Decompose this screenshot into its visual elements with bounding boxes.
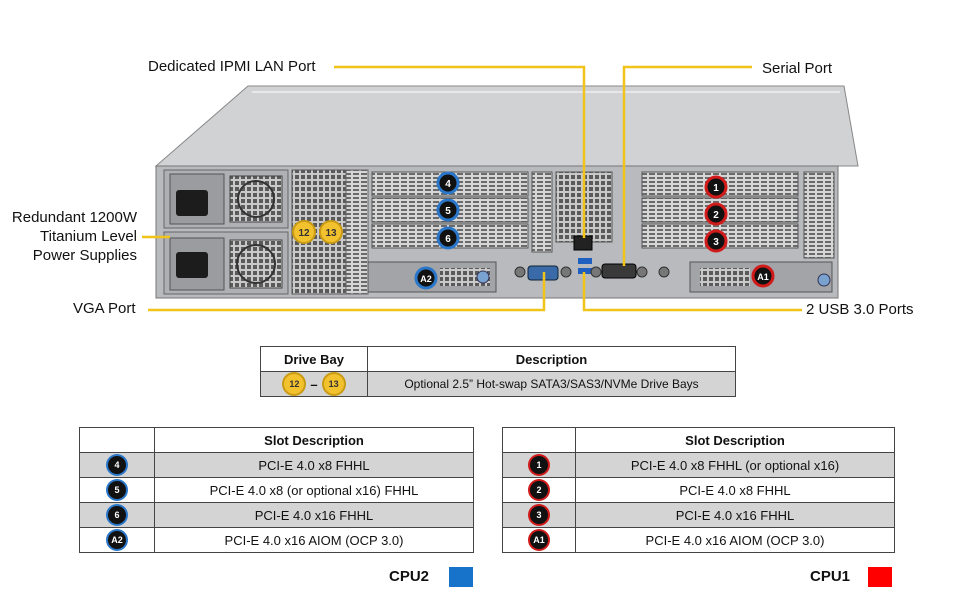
badge-slot-1-text: 1 bbox=[713, 183, 719, 194]
slot-6-description: PCI-E 4.0 x16 FHHL bbox=[154, 502, 474, 528]
ipmi-callout-label: Dedicated IPMI LAN Port bbox=[148, 58, 316, 75]
cpu2-label: CPU2 bbox=[389, 568, 430, 585]
table-row: 1 PCI-E 4.0 x8 FHHL (or optional x16) bbox=[502, 452, 895, 478]
psu-callout-line-1: Redundant 1200W bbox=[11, 209, 137, 226]
bay-12-badge: 12 bbox=[284, 374, 305, 394]
slot-2-badge: 2 bbox=[530, 481, 548, 499]
table-row: 5 PCI-E 4.0 x8 (or optional x16) FHHL bbox=[79, 477, 474, 503]
slot-3-description: PCI-E 4.0 x16 FHHL bbox=[575, 502, 895, 528]
slot-3-badge: 3 bbox=[530, 506, 548, 524]
badge-bay-13 bbox=[319, 220, 343, 244]
badge-slot-a2 bbox=[414, 266, 438, 290]
cpu1-slot-table: Slot Description 1 PCI-E 4.0 x8 FHHL (or… bbox=[502, 427, 895, 553]
table-row: 4 PCI-E 4.0 x8 FHHL bbox=[79, 452, 474, 478]
drive-bay-description: Optional 2.5” Hot-swap SATA3/SAS3/NVMe D… bbox=[367, 371, 736, 397]
io-ports bbox=[514, 235, 670, 281]
slot-a1-badge: A1 bbox=[530, 531, 548, 549]
ipmi-lan-port bbox=[573, 235, 593, 251]
drive-bay-badges: 12–13 bbox=[260, 371, 368, 397]
psu-callout-label: Redundant 1200W Titanium Level Power Sup… bbox=[0, 208, 137, 265]
badge-slot-6-text: 6 bbox=[445, 234, 451, 245]
badge-bay-13-text: 13 bbox=[325, 228, 337, 239]
cpu2-table-header: Slot Description bbox=[79, 427, 474, 453]
cpu1-table-header: Slot Description bbox=[502, 427, 895, 453]
slot-6-badge: 6 bbox=[108, 506, 126, 524]
badge-slot-3 bbox=[704, 229, 728, 253]
slot-badges: 4 5 6 A2 1 2 3 A1 12 13 bbox=[292, 171, 775, 290]
cpu1-slot-description-header: Slot Description bbox=[575, 427, 895, 453]
table-row: 2 PCI-E 4.0 x8 FHHL bbox=[502, 477, 895, 503]
usb-port-2 bbox=[578, 268, 592, 274]
psu-callout-line-2: Titanium Level bbox=[40, 228, 137, 245]
badge-slot-2 bbox=[704, 202, 728, 226]
cpu2-slot-table: Slot Description 4 PCI-E 4.0 x8 FHHL 5 P… bbox=[79, 427, 474, 553]
serial-callout-label: Serial Port bbox=[762, 60, 833, 77]
badge-slot-6 bbox=[436, 226, 460, 250]
slot-4-badge: 4 bbox=[108, 456, 126, 474]
chassis-top-cover bbox=[154, 85, 859, 167]
power-supply-1 bbox=[163, 169, 289, 229]
badge-slot-5 bbox=[436, 198, 460, 222]
badge-slot-1 bbox=[704, 175, 728, 199]
table-row: 3 PCI-E 4.0 x16 FHHL bbox=[502, 502, 895, 528]
badge-slot-4-text: 4 bbox=[445, 179, 451, 190]
psu-callout-line-3: Power Supplies bbox=[32, 247, 137, 264]
cpu2-slot-description-header: Slot Description bbox=[154, 427, 474, 453]
usb-port-1 bbox=[578, 258, 592, 264]
cpu2-color-swatch bbox=[449, 567, 473, 587]
badge-slot-4 bbox=[436, 171, 460, 195]
vga-callout-label: VGA Port bbox=[73, 300, 136, 317]
cpu1-badge-header bbox=[502, 427, 576, 453]
slot-4-description: PCI-E 4.0 x8 FHHL bbox=[154, 452, 474, 478]
server-rear-chassis: 4 5 6 A2 1 2 3 A1 12 13 bbox=[142, 65, 859, 312]
slot-5-description: PCI-E 4.0 x8 (or optional x16) FHHL bbox=[154, 477, 474, 503]
badge-slot-a2-text: A2 bbox=[420, 274, 432, 284]
usb-callout-label: 2 USB 3.0 Ports bbox=[806, 301, 914, 318]
description-header: Description bbox=[367, 346, 736, 372]
cpu1-label: CPU1 bbox=[810, 568, 851, 585]
badge-bay-12 bbox=[292, 220, 316, 244]
drive-bay-header: Drive Bay bbox=[260, 346, 368, 372]
badge-slot-a1 bbox=[751, 264, 775, 288]
cpu1-color-swatch bbox=[868, 567, 892, 587]
slot-a2-badge: A2 bbox=[108, 531, 126, 549]
slot-1-badge: 1 bbox=[530, 456, 548, 474]
table-row: 6 PCI-E 4.0 x16 FHHL bbox=[79, 502, 474, 528]
bay-13-badge: 13 bbox=[323, 374, 344, 394]
slot-2-description: PCI-E 4.0 x8 FHHL bbox=[575, 477, 895, 503]
table-row: A2 PCI-E 4.0 x16 AIOM (OCP 3.0) bbox=[79, 527, 474, 553]
cpu2-pcie-slots bbox=[367, 171, 529, 293]
bay-range-dash: – bbox=[310, 376, 318, 392]
table-row: A1 PCI-E 4.0 x16 AIOM (OCP 3.0) bbox=[502, 527, 895, 553]
badge-bay-12-text: 12 bbox=[298, 228, 310, 239]
slot-a1-description: PCI-E 4.0 x16 AIOM (OCP 3.0) bbox=[575, 527, 895, 553]
drive-bay-row: 12–13 Optional 2.5” Hot-swap SATA3/SAS3/… bbox=[260, 371, 736, 397]
slot-a2-description: PCI-E 4.0 x16 AIOM (OCP 3.0) bbox=[154, 527, 474, 553]
badge-slot-5-text: 5 bbox=[445, 206, 451, 217]
power-supply-2 bbox=[163, 231, 289, 295]
badge-slot-a1-text: A1 bbox=[757, 272, 769, 282]
drive-bay-table: Drive Bay Description 12–13 Optional 2.5… bbox=[260, 346, 736, 397]
drive-bay-table-header: Drive Bay Description bbox=[260, 346, 736, 372]
badge-slot-3-text: 3 bbox=[713, 237, 719, 248]
slot-5-badge: 5 bbox=[108, 481, 126, 499]
badge-slot-2-text: 2 bbox=[713, 210, 719, 221]
callout-lines bbox=[142, 65, 802, 312]
cpu2-badge-header bbox=[79, 427, 155, 453]
serial-port-connector bbox=[601, 263, 637, 279]
slot-1-description: PCI-E 4.0 x8 FHHL (or optional x16) bbox=[575, 452, 895, 478]
